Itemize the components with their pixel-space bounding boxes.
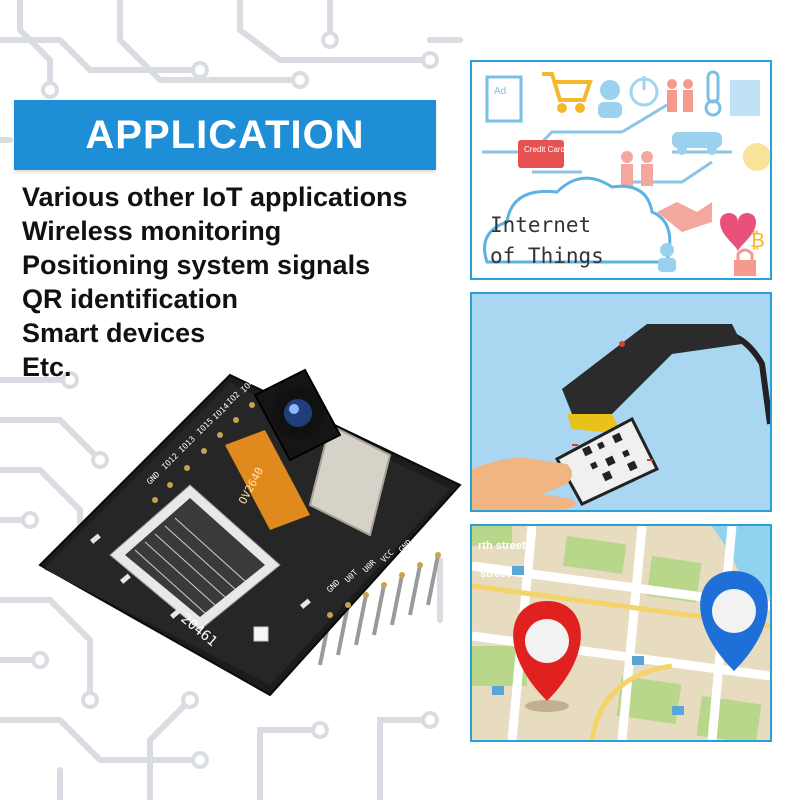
- location-pin-icon: [700, 571, 768, 671]
- map-illustration: [472, 526, 770, 740]
- header-pins: [318, 554, 440, 666]
- credit-card-icon: Credit Card: [518, 140, 565, 168]
- application-item: Positioning system signals: [22, 250, 371, 280]
- iot-caption-line: of Things: [490, 244, 604, 268]
- ad-text: Ad: [494, 86, 506, 97]
- cloud-icon: [483, 176, 672, 264]
- iot-caption-line: Internet: [490, 213, 592, 237]
- application-item: Etc.: [22, 352, 72, 382]
- street-label: street: [480, 568, 510, 580]
- qr-code-icon: [582, 432, 638, 482]
- hand: [472, 457, 576, 510]
- barcode-scanner-icon: [562, 324, 770, 434]
- application-item: Various other IoT applications: [22, 182, 408, 212]
- iot-illustration: Ad: [482, 70, 770, 276]
- led-flash: [253, 626, 269, 642]
- bitcoin-icon: ₿: [750, 228, 765, 252]
- qr-panel: [470, 292, 772, 512]
- application-banner: APPLICATION: [14, 100, 436, 170]
- application-item: Smart devices: [22, 318, 206, 348]
- street-label: rth street: [478, 540, 526, 552]
- handshake-icon: [657, 202, 712, 232]
- banner-title: APPLICATION: [85, 112, 365, 157]
- lock-icon: [734, 248, 756, 276]
- camera-ribbon: [225, 430, 310, 530]
- power-icon: [629, 76, 659, 107]
- thermometer-icon: [704, 70, 722, 117]
- ad-icon: Ad: [485, 75, 523, 123]
- cart-icon: [542, 72, 593, 113]
- camera-module: [253, 368, 342, 462]
- person-icon: [598, 80, 622, 118]
- iot-panel: Ad: [470, 60, 772, 280]
- wifi-shield: [308, 423, 392, 537]
- map-panel: rth street street: [470, 524, 772, 742]
- car-icon: [672, 132, 722, 155]
- qr-illustration: [472, 324, 770, 510]
- esp32-cam-board: OV2640 ESP32-CAM 20461 GND IO12 IO13 IO1…: [38, 368, 462, 697]
- application-item: Wireless monitoring: [22, 216, 282, 246]
- person-icon: [667, 79, 693, 112]
- building-icon: [730, 80, 760, 116]
- heart-icon: [720, 213, 756, 252]
- location-pin-icon: [513, 601, 581, 712]
- application-list: Various other IoT applications Wireless …: [22, 180, 408, 384]
- application-item: QR identification: [22, 284, 238, 314]
- iot-caption: Internet of Things: [490, 210, 630, 272]
- card-text: Credit Card: [524, 145, 565, 154]
